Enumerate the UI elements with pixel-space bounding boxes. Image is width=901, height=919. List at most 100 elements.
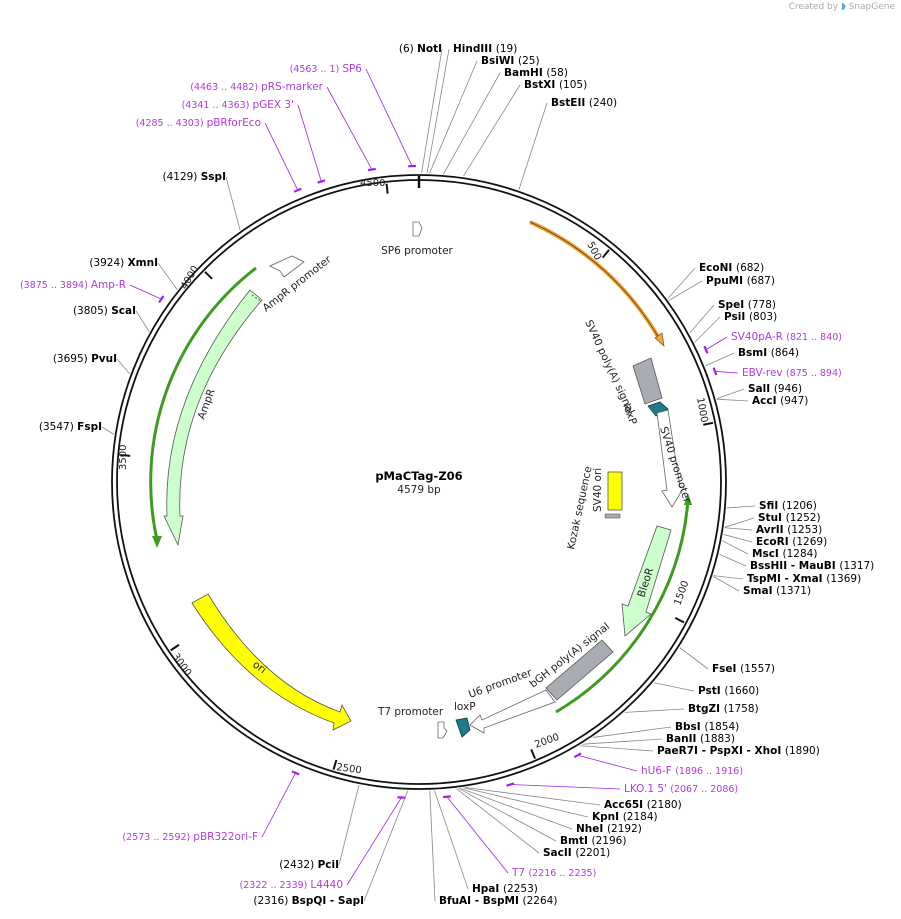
enzyme-name: MscI [752, 548, 783, 560]
enzyme-site: SalI (946) [748, 383, 802, 395]
enzyme-site: BsmI (864) [738, 347, 799, 359]
enzyme-site: (3924) XmnI [89, 257, 158, 269]
feature-ampr-promoter [269, 255, 305, 278]
primer-bar [317, 179, 326, 184]
enzyme-name: BfuAI - BspMI [439, 895, 523, 907]
enzyme-site: BanII (1883) [666, 733, 735, 745]
enzyme-leader [713, 575, 744, 580]
enzyme-position: (864) [771, 347, 799, 359]
enzyme-site: NheI (2192) [576, 823, 642, 835]
primer-name: hU6-F [641, 765, 675, 777]
enzyme-site: SpeI (778) [718, 299, 776, 311]
enzyme-site: (2432) PciI [279, 859, 339, 871]
tick-label: 2500 [336, 762, 363, 776]
primer-site: T7 (2216 .. 2235) [511, 867, 596, 879]
primer-position: (821 .. 840) [786, 332, 842, 343]
primer-position: (2573 .. 2592) [122, 832, 193, 843]
enzyme-name: SacII [543, 847, 575, 859]
enzyme-name: BssHII - MauBI [750, 560, 839, 572]
primer-site: LKO.1 5' (2067 .. 2086) [624, 783, 738, 795]
primer-bar [158, 295, 165, 303]
primer-leader [264, 122, 299, 191]
feature-green-arc-right-head [684, 493, 692, 505]
enzyme-position: (3924) [89, 257, 127, 269]
enzyme-name: SpeI [718, 299, 748, 311]
enzyme-position: (3805) [73, 305, 111, 317]
primer-position: (4563 .. 1) [290, 64, 343, 75]
feature-bgh-polya [545, 639, 614, 701]
tick-mark [170, 643, 180, 652]
primer-leader [577, 754, 638, 772]
primer-position: (1896 .. 1916) [675, 766, 743, 777]
tick-label: 4000 [179, 264, 201, 292]
label-u6-promoter: U6 promoter [467, 667, 534, 701]
feature-green-arc-left-head [152, 536, 162, 548]
brand-text: SnapGene [848, 2, 895, 12]
enzyme-site: SfiI (1206) [759, 500, 817, 512]
enzyme-site: PsiI (803) [724, 311, 777, 323]
enzyme-name: HindIII [453, 43, 496, 55]
enzyme-leader [724, 517, 755, 528]
enzyme-site: BbsI (1854) [675, 721, 739, 733]
enzyme-leader [724, 527, 753, 531]
enzyme-site: HindIII (19) [453, 43, 517, 55]
enzyme-name: EcoNI [699, 262, 736, 274]
enzyme-site: BtgZI (1758) [688, 703, 759, 715]
primer-bar [293, 187, 302, 193]
enzyme-leader [716, 398, 749, 402]
primer-position: (875 .. 894) [786, 368, 842, 379]
enzyme-site: BfuAI - BspMI (2264) [439, 895, 557, 907]
primer-site: (2322 .. 2339) L4440 [240, 879, 343, 891]
snapgene-logo-icon: ◗ [840, 2, 846, 12]
primer-position: (3875 .. 3894) [20, 280, 91, 291]
primer-leader [326, 86, 373, 170]
enzyme-site: TspMI - XmaI (1369) [747, 573, 861, 585]
enzyme-leader [460, 787, 573, 830]
enzyme-position: (1269) [792, 536, 827, 548]
label-sv40-ori: SV40 ori [592, 468, 604, 512]
feature-kozak [604, 513, 621, 519]
enzyme-leader [723, 534, 753, 543]
enzyme-leader [101, 426, 114, 435]
primer-site: (2573 .. 2592) pBR322ori-F [122, 831, 258, 843]
enzyme-name: BstXI [524, 79, 559, 91]
primer-name: pBRforEco [207, 117, 261, 129]
tick-mark [674, 616, 685, 624]
primer-leader [129, 284, 162, 300]
tick-mark [385, 183, 389, 194]
feature-bleor [621, 525, 672, 637]
enzyme-name: FseI [712, 663, 740, 675]
enzyme-position: (2264) [523, 895, 558, 907]
enzyme-name: PaeR7I - PspXI - XhoI [657, 745, 785, 757]
primer-name: Amp-R [91, 279, 126, 291]
enzyme-name: BspQI - SapI [292, 895, 364, 907]
enzyme-position: (2201) [575, 847, 610, 859]
primer-bar [573, 752, 582, 759]
primer-site: (4341 .. 4363) pGEX 3' [182, 99, 294, 111]
enzyme-site: BstXI (105) [524, 79, 587, 91]
enzyme-site: PpuMI (687) [706, 275, 775, 287]
feature-green-arc-right [555, 499, 690, 714]
enzyme-leader [592, 726, 672, 738]
enzyme-name: AvrII [756, 524, 787, 536]
enzyme-position: (1557) [740, 663, 775, 675]
enzyme-site: BstEII (240) [551, 97, 617, 109]
enzyme-leader [653, 682, 695, 692]
backbone-outer [111, 174, 727, 790]
primer-leader [705, 336, 728, 351]
enzyme-position: (687) [747, 275, 775, 287]
enzyme-position: (1317) [839, 560, 874, 572]
primer-position: (2216 .. 2235) [528, 868, 596, 879]
enzyme-leader [463, 787, 589, 818]
feature-sv40-promoter [656, 409, 685, 508]
enzyme-name: EcoRI [756, 536, 792, 548]
enzyme-name: AccI [752, 395, 780, 407]
enzyme-leader [726, 505, 756, 509]
enzyme-name: ScaI [111, 305, 136, 317]
primer-name: pBR322ori-F [193, 831, 258, 843]
primer-bar [442, 795, 451, 799]
enzyme-name: StuI [758, 512, 786, 524]
tick-label: 500 [584, 240, 603, 262]
enzyme-site: KpnI (2184) [592, 811, 658, 823]
